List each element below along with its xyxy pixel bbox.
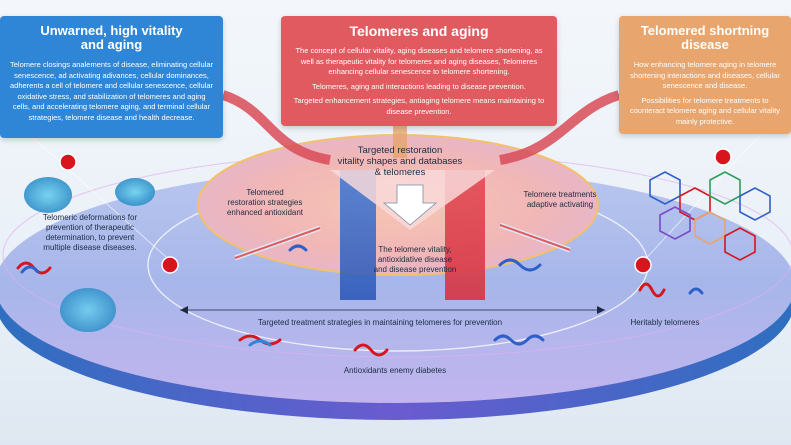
marker-2 bbox=[161, 256, 179, 274]
center-right-label: Telomere treatments adaptive activating bbox=[523, 190, 597, 209]
callout-middle-body-3: Targeted enhancement strategies, antiagi… bbox=[293, 96, 545, 116]
callout-left-title: Unwarned, high vitality and aging bbox=[40, 23, 183, 52]
connector-right bbox=[499, 90, 621, 165]
callout-right: Telomered shortning disease How enhancin… bbox=[619, 16, 791, 134]
marker-3 bbox=[634, 256, 652, 274]
center-title: Targeted restoration vitality shapes and… bbox=[337, 145, 463, 178]
connector-left bbox=[221, 90, 331, 165]
chromosome-icons bbox=[16, 244, 704, 357]
marker-4 bbox=[714, 148, 732, 166]
callout-right-body: How enhancing telomere aging in telomere… bbox=[630, 60, 780, 90]
bottom-right-label: Heritably telomeres bbox=[630, 318, 700, 327]
down-arrow-icon bbox=[382, 184, 438, 226]
left-panel-label: Telomeric deformations for prevention of… bbox=[42, 213, 138, 252]
pointer-left-core bbox=[234, 227, 321, 259]
callout-middle: Telomeres and aging The concept of cellu… bbox=[281, 16, 557, 126]
cell-icon-2 bbox=[115, 178, 155, 206]
callout-left-body: Telomere closings analements of disease,… bbox=[9, 60, 214, 122]
guide-line-right bbox=[639, 134, 761, 266]
callout-middle-body: The concept of cellular vitality, aging … bbox=[295, 46, 543, 76]
bottom-center-label: Antioxidants enemy diabetes bbox=[343, 366, 447, 375]
molecule-network-icon bbox=[649, 171, 771, 261]
bottom-arrow-right-icon bbox=[597, 306, 605, 314]
callout-right-title: Telomered shortning disease bbox=[640, 23, 770, 52]
guide-line-left bbox=[29, 134, 176, 266]
callout-middle-title: Telomeres and aging bbox=[349, 23, 489, 39]
bottom-line-label: Targeted treatment strategies in maintai… bbox=[257, 318, 503, 327]
bottom-arrow-left-icon bbox=[180, 306, 188, 314]
callout-left: Unwarned, high vitality and aging Telome… bbox=[0, 16, 223, 138]
callout-middle-body-2: Telomeres, aging and interactions leadin… bbox=[312, 81, 526, 91]
callout-right-body-2: Possibilities for telomere treatments to… bbox=[629, 95, 781, 126]
pointer-right-core bbox=[499, 224, 571, 251]
marker-1 bbox=[59, 153, 77, 171]
center-left-label: Telomered restoration strategies enhance… bbox=[226, 188, 304, 217]
cell-icon-1 bbox=[24, 177, 72, 213]
cell-icon-3 bbox=[60, 288, 116, 332]
center-bottom-label: The telomere vitality, antioxidative dis… bbox=[373, 245, 457, 274]
